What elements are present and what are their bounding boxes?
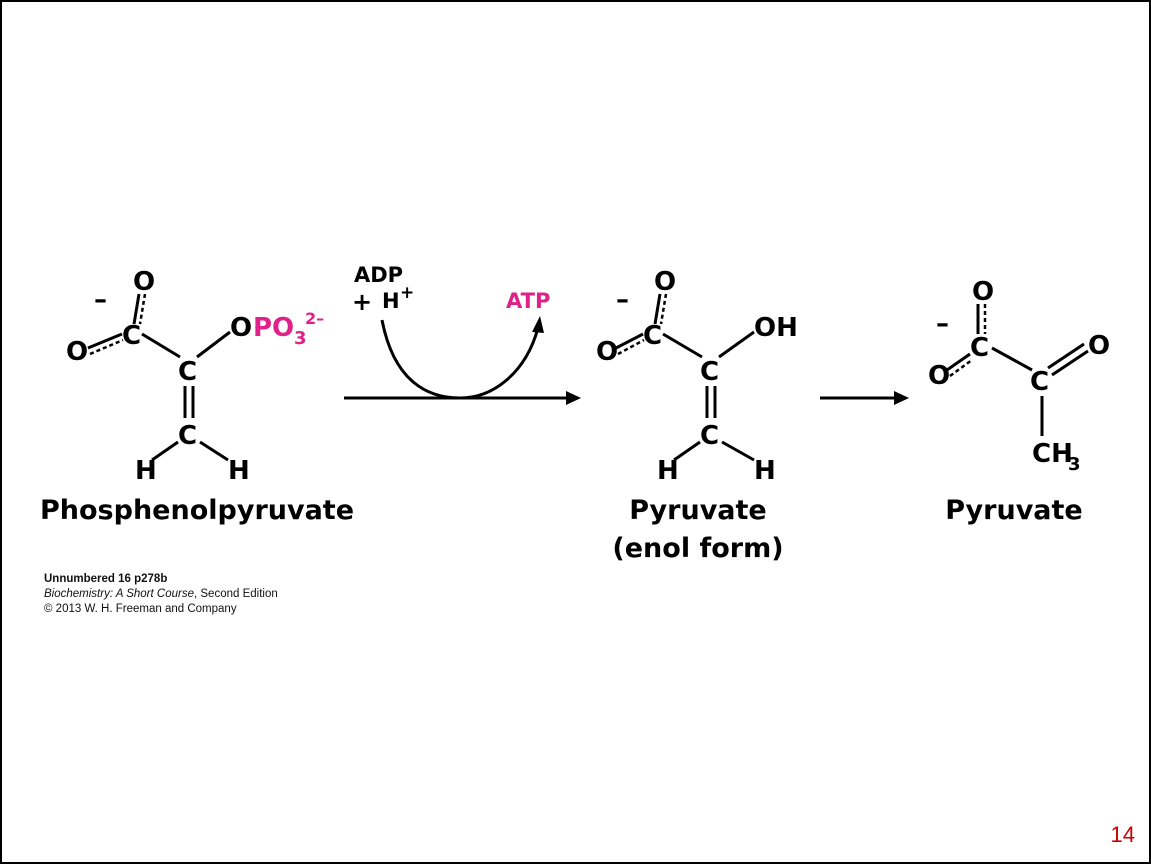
- atom-c-methylene: C: [178, 421, 197, 451]
- bond-ch-left-2: [673, 440, 701, 462]
- bond-co-solid-2: [653, 293, 662, 325]
- credit-book-title: Biochemistry: A Short Course: [44, 588, 194, 600]
- credit-figure-id: Unnumbered 16 p278b: [44, 573, 168, 585]
- atom-o-left-2: O: [596, 337, 618, 367]
- bond-co-dashed: [138, 293, 147, 325]
- reactant-h-charge: +: [400, 283, 414, 303]
- bond-c-o-double-2: [1051, 349, 1089, 377]
- atom-c-carboxyl-2: C: [643, 321, 662, 351]
- atom-h-right: H: [228, 456, 250, 486]
- product-atp: ATP: [506, 289, 550, 313]
- bond-c-c: [141, 332, 181, 359]
- bond-c-o: [196, 330, 231, 359]
- credit-book-line: Biochemistry: A Short Course, Second Edi…: [44, 587, 278, 602]
- atom-ch: CH: [1032, 439, 1073, 469]
- atom-h-right-2: H: [754, 456, 776, 486]
- bond-c-c-3: [991, 346, 1033, 372]
- atom-c-alpha-2: C: [700, 357, 719, 387]
- cofactor-arrowhead: [532, 316, 544, 333]
- phosphate-charge: 2–: [305, 309, 324, 328]
- molecule-pyruvate-enol: – O C O C OH C H H: [596, 267, 798, 486]
- atom-o-left: O: [66, 337, 88, 367]
- name-pyruvate-keto: Pyruvate: [945, 495, 1082, 526]
- atom-ch3-subscript: 3: [1068, 454, 1081, 475]
- atom-c-alpha: C: [178, 357, 197, 387]
- phosphate-subscript: 3: [294, 328, 307, 349]
- atom-h-left: H: [135, 456, 157, 486]
- figure-credit: Unnumbered 16 p278b Biochemistry: A Shor…: [44, 572, 278, 617]
- cofactor-curve-arrow: [380, 319, 540, 400]
- reaction-arrow-1: ADP + H + ATP: [344, 263, 581, 405]
- atom-oh: OH: [754, 313, 798, 343]
- bond-ch-left: [151, 440, 179, 462]
- bond-c-o-double-1: [1047, 342, 1085, 370]
- credit-copyright: © 2013 W. H. Freeman and Company: [44, 603, 237, 615]
- atom-c-keto: C: [1030, 367, 1049, 397]
- atom-o-phosphate: O: [230, 313, 252, 343]
- atom-o-keto: O: [1088, 331, 1110, 361]
- bond-co-left-dashed-3: [949, 358, 973, 378]
- atom-o-left-3: O: [928, 361, 950, 391]
- bond-co-left-solid-2: [615, 332, 644, 350]
- bond-co-left-dashed-2: [617, 338, 645, 356]
- bond-co-left-solid-3: [946, 352, 971, 372]
- atom-h-left-2: H: [657, 456, 679, 486]
- credit-edition: , Second Edition: [193, 588, 278, 600]
- main-arrowhead-2: [894, 391, 909, 405]
- atom-c-carboxyl-3: C: [970, 333, 989, 363]
- reactant-h: H: [382, 289, 400, 313]
- molecule-pyruvate-keto: – O C O C O CH 3: [928, 277, 1110, 475]
- carboxylate-charge: –: [94, 285, 107, 315]
- phosphate-group: PO: [253, 313, 294, 343]
- page-number: 14: [1110, 822, 1135, 847]
- atom-o-top: O: [133, 267, 155, 297]
- molecule-phosphoenolpyruvate: – O C O C O PO 3 2– C H H: [66, 267, 324, 486]
- carboxylate-charge-2: –: [616, 285, 629, 315]
- name-pyruvate-enol-subtitle: (enol form): [612, 533, 783, 564]
- bond-c-c-2: [662, 332, 703, 359]
- bond-co-solid: [132, 293, 141, 325]
- reactant-adp: ADP: [354, 263, 403, 287]
- reaction-arrow-2: [820, 391, 909, 405]
- bond-co-dashed-2: [659, 293, 668, 325]
- name-pyruvate-enol: Pyruvate: [629, 495, 766, 526]
- reactant-plus: +: [352, 288, 372, 316]
- atom-o-top-2: O: [654, 267, 676, 297]
- bond-co-left-solid: [87, 332, 123, 350]
- name-phosphoenolpyruvate: Phosphenolpyruvate: [40, 495, 354, 526]
- carboxylate-charge-3: –: [936, 309, 949, 339]
- bond-c-oh: [718, 330, 755, 359]
- bond-ch-right-2: [721, 440, 755, 462]
- main-arrowhead-1: [566, 391, 581, 405]
- bond-ch-right: [199, 440, 229, 462]
- atom-o-top-3: O: [972, 277, 994, 307]
- atom-c-methylene-2: C: [700, 421, 719, 451]
- atom-c-carboxyl: C: [122, 321, 141, 351]
- bond-co-left-dashed: [89, 338, 124, 356]
